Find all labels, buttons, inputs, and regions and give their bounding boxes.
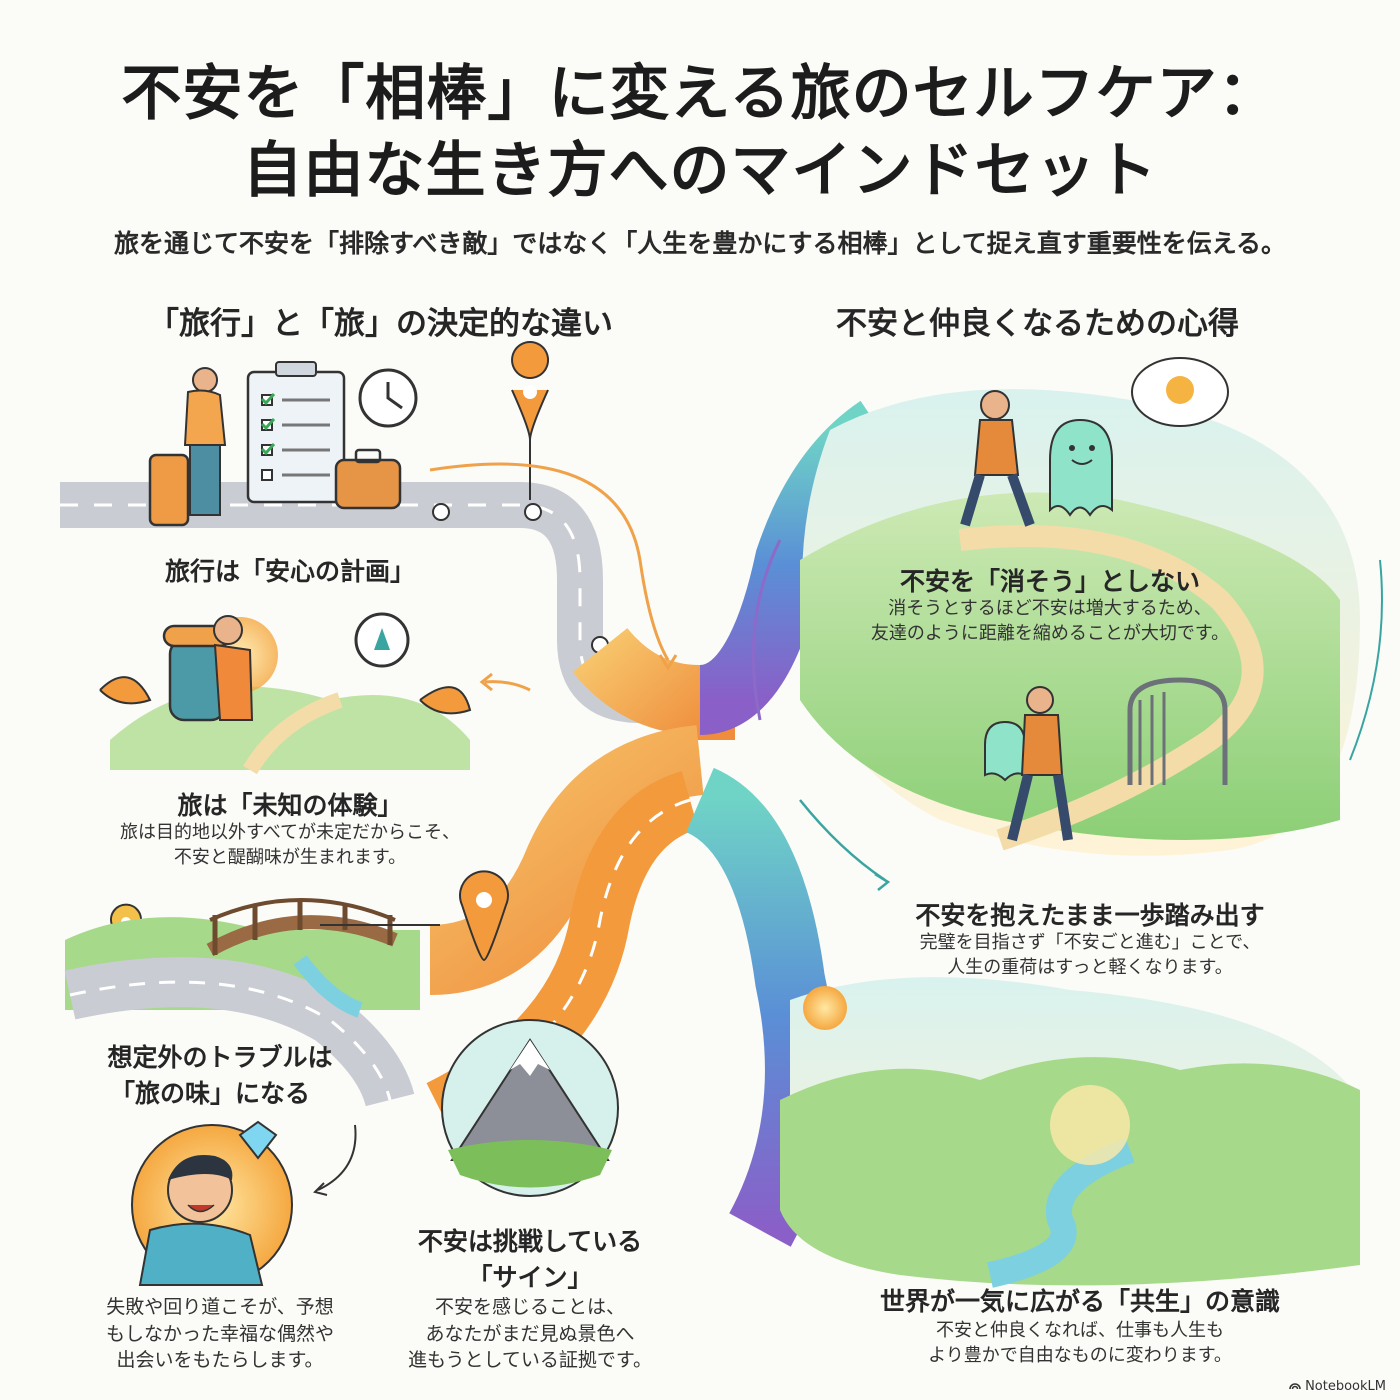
- left-section-heading: 「旅行」と「旅」の決定的な違い: [148, 306, 613, 342]
- caption-dont-erase-heading: 不安を「消そう」としない: [899, 567, 1200, 596]
- page-subtitle: 旅を通じて不安を「排除すべき敵」ではなく「人生を豊かにする相棒」として捉え直す重…: [113, 229, 1286, 258]
- page-title-line-2: 自由な生き方へのマインドセット: [242, 136, 1158, 206]
- caption-coexistence-body: 不安と仲良くなれば、仕事も人生も より豊かで自由なものに変わります。: [928, 1320, 1232, 1367]
- caption-coexistence-heading: 世界が一気に広がる「共生」の意識: [879, 1287, 1280, 1316]
- right-top-landscape: [800, 389, 1360, 856]
- caption-trouble-body: 失敗や回り道こそが、予想 もしなかった幸福な偶然や 出会いをもたらします。: [105, 1296, 334, 1372]
- planned-road: [60, 482, 641, 723]
- right-section-heading: 不安と仲良くなるための心得: [836, 306, 1239, 342]
- caption-trouble-heading: 想定外のトラブルは 「旅の味」になる: [107, 1043, 333, 1108]
- happy-traveler-badge: [131, 1124, 293, 1286]
- map-pin-icon: [511, 341, 550, 500]
- caption-step-forward-heading: 不安を抱えたまま一歩踏み出す: [915, 901, 1265, 930]
- caption-challenge-sign-heading: 不安は挑戦している 「サイン」: [417, 1227, 643, 1292]
- watermark: NotebookLM: [1289, 1379, 1386, 1394]
- ghost-companion: [1049, 418, 1113, 517]
- flow-arrows: [429, 462, 678, 692]
- backpacker-scene: [99, 612, 472, 775]
- mountain-badge: [441, 1019, 619, 1197]
- diamond-icon: [238, 1120, 278, 1160]
- planning-scene: [148, 361, 418, 527]
- notebooklm-logo-icon: [1289, 1379, 1301, 1394]
- caption-planned-travel-heading: 旅行は「安心の計画」: [164, 557, 415, 586]
- page-title-line-1: 不安を「相棒」に変える旅のセルフケア：: [121, 59, 1279, 129]
- watermark-text: NotebookLM: [1305, 1379, 1386, 1394]
- caption-challenge-sign-body: 不安を感じることは、 あなたがまだ見ぬ景色へ 進もうとしている証拠です。: [408, 1296, 652, 1372]
- right-bottom-landscape: [780, 977, 1360, 1288]
- caption-step-forward-body: 完璧を目指さず「不安ごと進む」ことで、 人生の重荷はすっと軽くなります。: [919, 932, 1261, 979]
- gate-icon: [1127, 677, 1228, 785]
- sun-thought-icon: [1131, 357, 1229, 427]
- map-pin-icon: [459, 870, 509, 962]
- caption-dont-erase-body: 消そうとするほど不安は増大するため、 友達のように距離を縮めることが大切です。: [870, 598, 1230, 645]
- walker-with-ghost: [984, 686, 1073, 842]
- caption-unknown-journey-body: 旅は目的地以外すべてが未定だからこそ、 不安と醍醐味が生まれます。: [119, 822, 461, 869]
- walker-figure: [960, 390, 1035, 527]
- bridge-scene: [64, 898, 420, 1108]
- caption-unknown-journey-heading: 旅は「未知の体験」: [177, 791, 403, 820]
